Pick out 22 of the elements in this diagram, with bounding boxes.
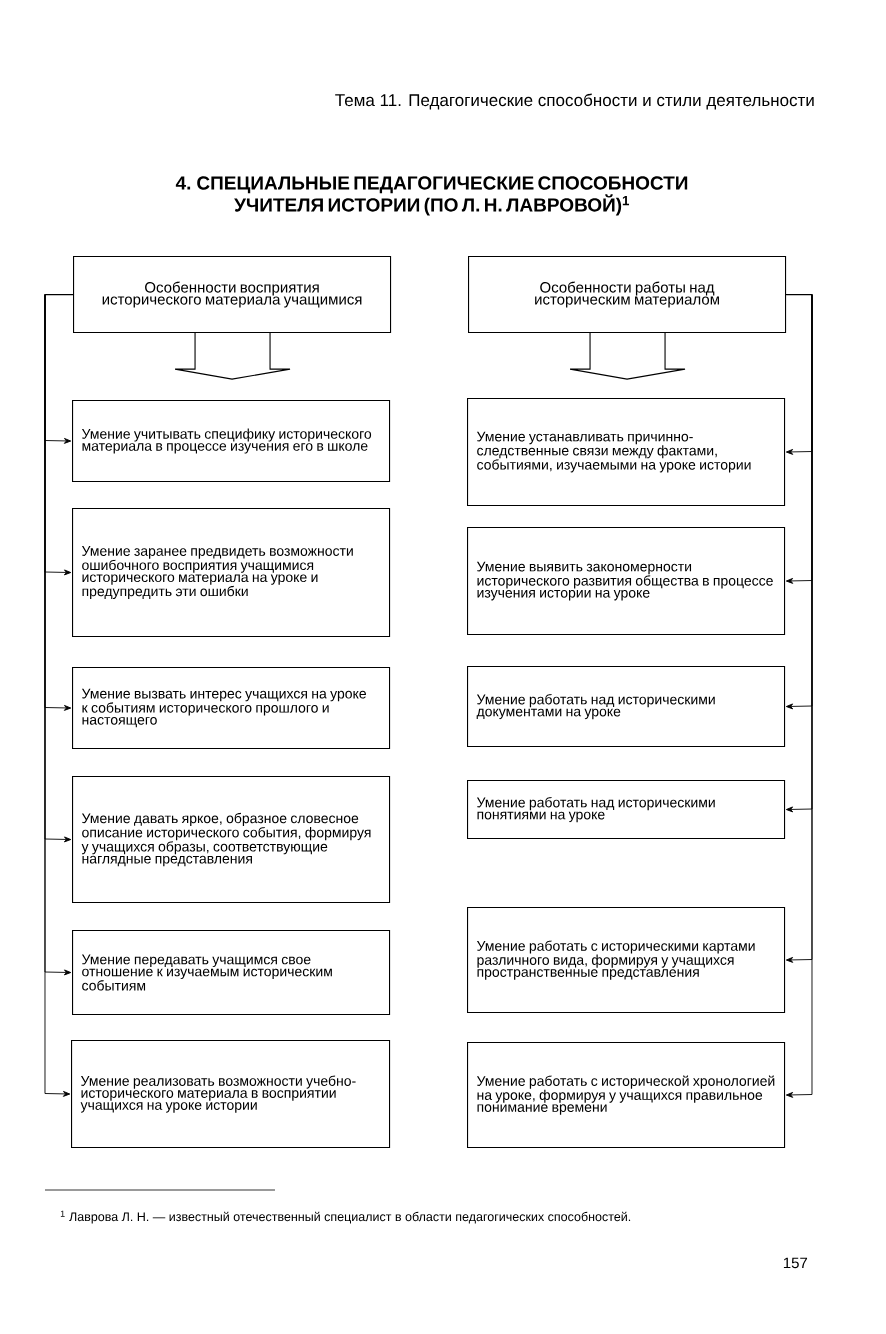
arrow (44, 294, 74, 1097)
skill-box: Умение работать над историческими понятиями на уроке (467, 780, 786, 840)
header-box: Особенности восприятия исторического материала учащимися (73, 256, 392, 334)
arrow (785, 294, 813, 1098)
skill-box: Умение работать с исторической хронологией на уроке, формируя у учащихся правильное понимание времени (467, 1042, 786, 1149)
skill-box: Умение учитывать специфику исторического материала в процессе изучения его в школе (72, 400, 391, 483)
title: 4. СПЕЦИАЛЬНЫЕ ПЕДАГОГИЧЕСКИЕ СПОСОБНОСТИ УЧИТЕЛЯ ИСТОРИИ (ПО Л. Н. ЛАВРОВОЙ)$^{1}$ (175, 176, 688, 216)
skill-box: Умение передавать учащимся свое отношение к изучаемым историческим событиям (72, 930, 391, 1016)
skill-box: Умение заранее предвидеть возможности ошибочного восприятия учащимися исторического материала на уроке и предупредить эти ошибки (72, 508, 391, 638)
skill-box: Умение устанавливать причинно-следственные связи между фактами, событиями, изучаемыми на уроке истории (467, 398, 786, 507)
footnote: $^{1}$ Лаврова Л. Н. — известный отечественный специалист в области педагогических способностей. (60, 1210, 631, 1224)
skill-box: Умение давать яркое, образное словесное описание исторического события, формируя у учащихся образы, соответствующие наглядные представления (72, 776, 391, 904)
skill-box: Умение вызвать интерес учащихся на уроке к событиям исторического прошлого и настоящего (72, 667, 391, 750)
skill-box: Умение реализовать возможности учебно-исторического материала в восприятии учащихся на уроке истории (71, 1040, 391, 1149)
skill-box: Умение работать с историческими картами различного вида, формируя у учащихся пространственные представления (467, 907, 786, 1014)
header-box: Особенности работы над историческим материалом (468, 256, 787, 334)
skill-box: Умение работать над историческими документами на уроке (467, 666, 786, 748)
running-header: Тема 11. Педагогические способности и стили деятельности (335, 93, 814, 110)
block-arrow (174, 332, 291, 380)
block-arrow (569, 332, 686, 380)
skill-box: Умение выявить закономерности исторического развития общества в процессе изучения истории на уроке (467, 527, 786, 636)
page-number: 157 (783, 1257, 808, 1269)
